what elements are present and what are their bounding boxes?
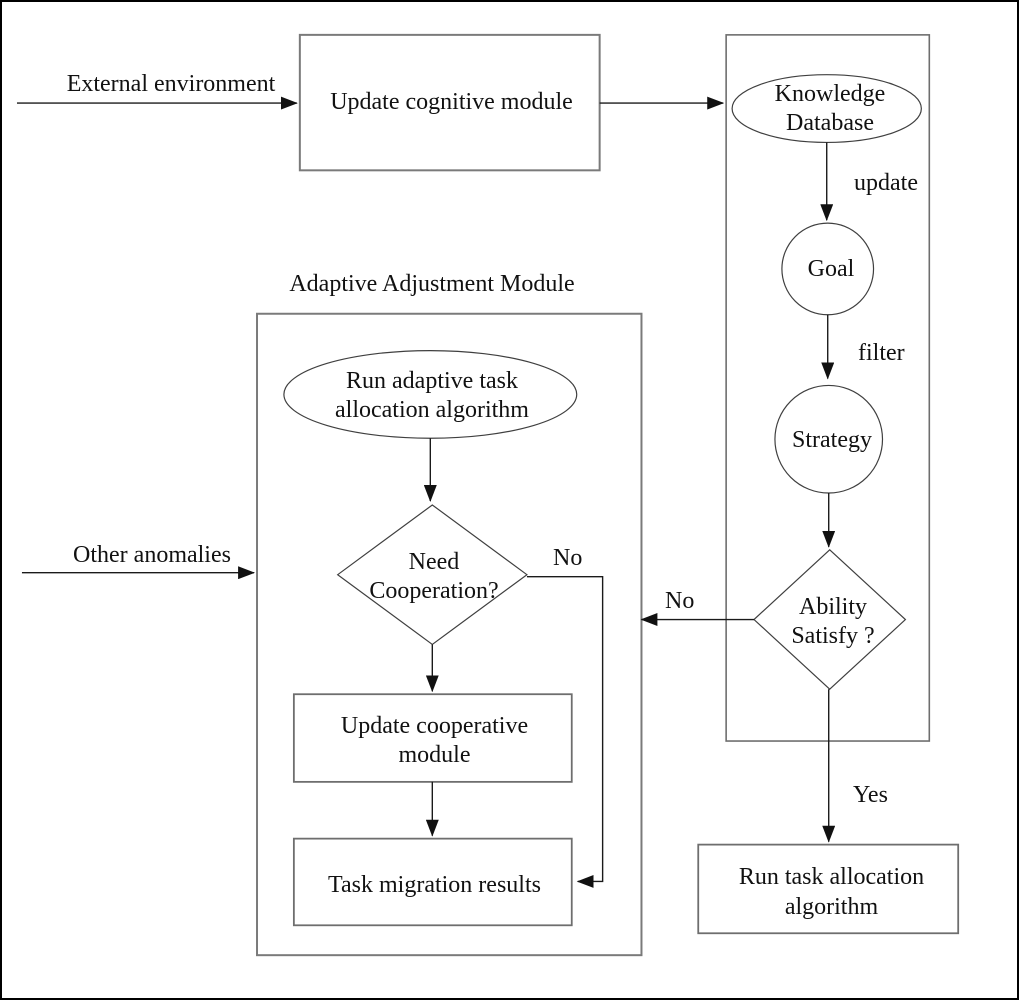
cooperation-no-label: No <box>553 545 583 571</box>
knowledge-database-line1: Knowledge <box>774 80 886 107</box>
other-anomalies-label: Other anomalies <box>73 542 231 568</box>
run-adaptive-task-label: Run adaptive task allocation algorithm <box>285 352 579 440</box>
update-edge-label: update <box>854 170 918 196</box>
need-cooperation-line1: Need <box>408 548 460 575</box>
cognitive-flow-container <box>725 34 931 742</box>
strategy-label: Strategy <box>792 427 872 454</box>
run-adaptive-task-line1: Run adaptive task <box>346 367 518 394</box>
ability-satisfy-line1: Ability <box>798 593 867 620</box>
ability-no-label: No <box>665 588 695 614</box>
ability-yes-label: Yes <box>853 782 888 808</box>
task-migration-results-box <box>292 837 573 927</box>
need-cooperation-line2: Cooperation? <box>369 578 499 604</box>
run-task-allocation-label: Run task allocation algorithm <box>701 848 962 937</box>
update-cooperative-line1: Update cooperative <box>340 712 529 739</box>
task-migration-results-label: Task migration results <box>328 871 541 898</box>
need-cooperation-label: Need Cooperation? <box>339 507 529 647</box>
update-cognitive-module-label: Update cognitive module <box>330 89 573 116</box>
knowledge-database-label: Knowledge Database <box>735 74 925 144</box>
adaptive-adjustment-container <box>256 312 643 957</box>
ability-satisfy-diamond <box>753 548 907 691</box>
update-cooperative-line2: module <box>398 742 471 768</box>
update-cognitive-module-box <box>298 33 601 172</box>
filter-edge-label: filter <box>858 340 905 366</box>
run-adaptive-task-line2: allocation algorithm <box>335 397 529 423</box>
ability-satisfy-line2: Satisfy ? <box>791 623 875 649</box>
run-task-allocation-box <box>697 843 960 935</box>
cooperation-no-arrow <box>526 575 604 888</box>
adaptive-module-title: Adaptive Adjustment Module <box>289 271 575 297</box>
run-task-allocation-line2: algorithm <box>784 893 879 920</box>
knowledge-database-line2: Database <box>786 110 874 136</box>
external-environment-label: External environment <box>66 71 276 97</box>
goal-label: Goal <box>807 256 855 283</box>
update-cooperative-module-label: Update cooperative module <box>295 697 574 785</box>
run-task-allocation-line1: Run task allocation <box>738 864 925 891</box>
ability-satisfy-label: Ability Satisfy ? <box>757 552 909 692</box>
